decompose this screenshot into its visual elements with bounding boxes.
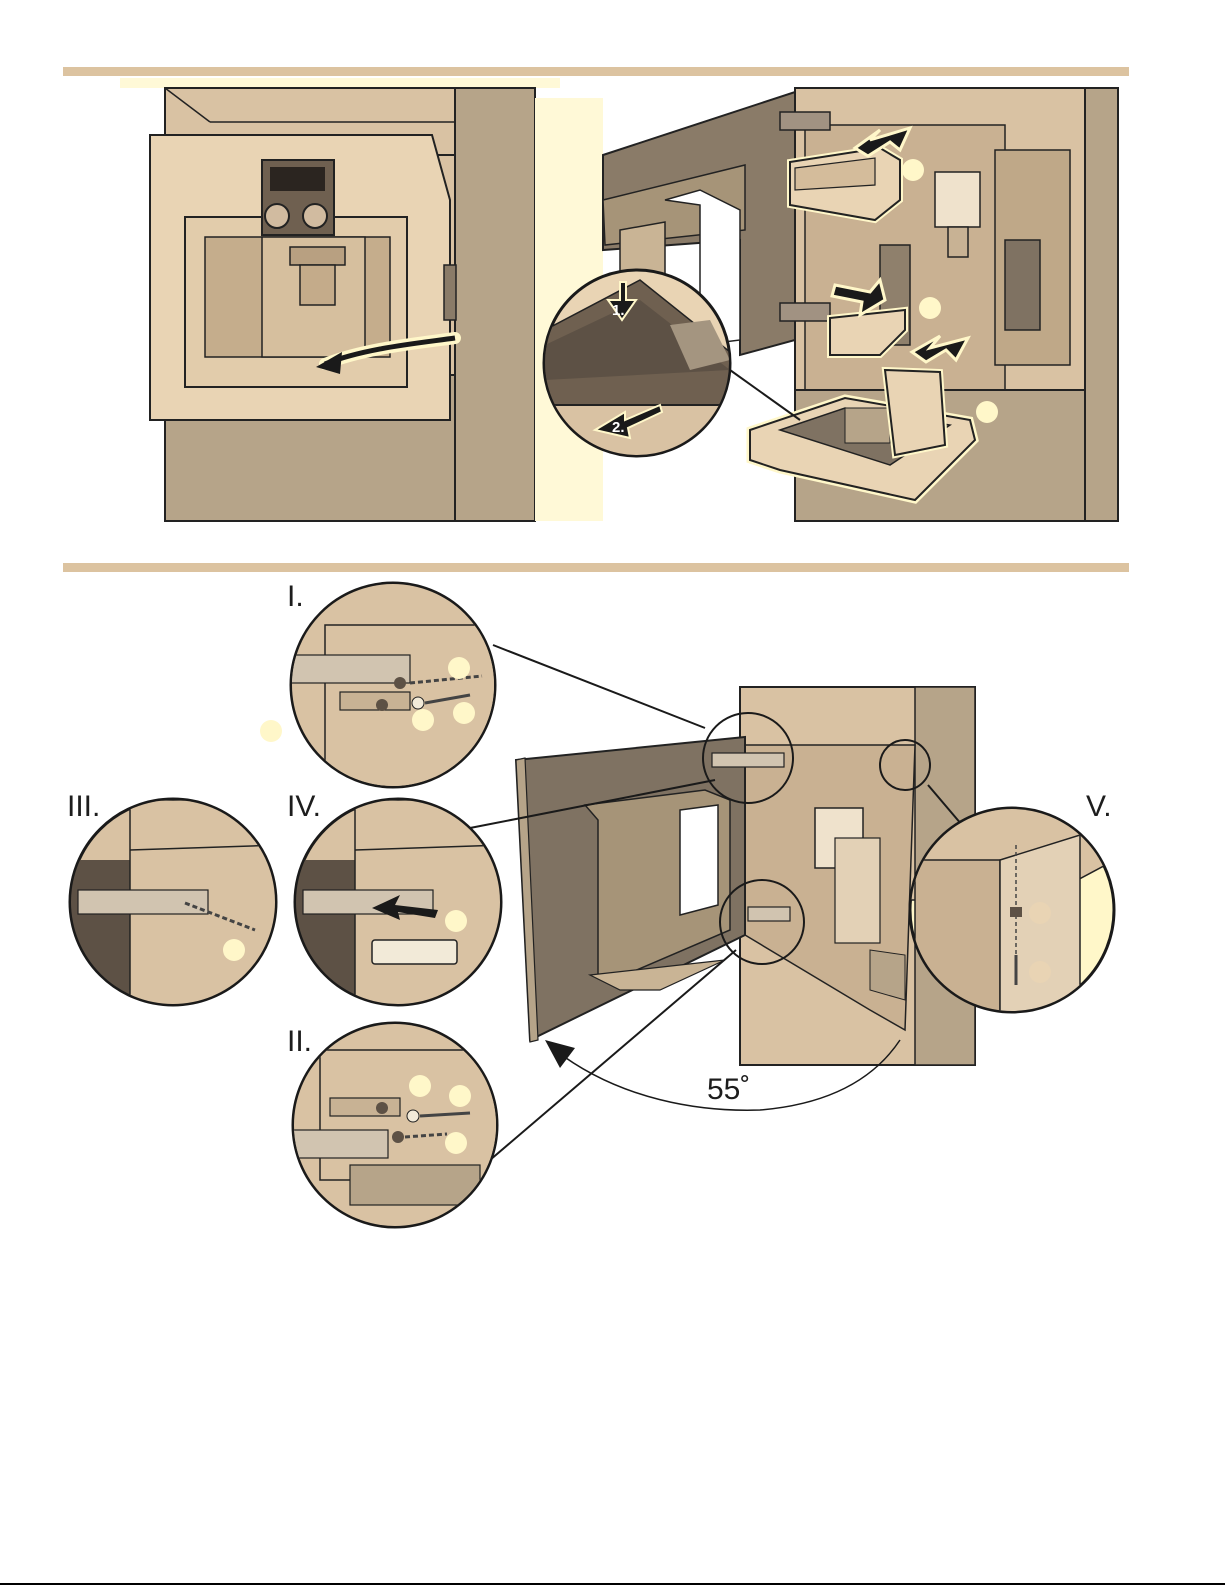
- appliance-cabinet-panel: [120, 78, 560, 521]
- detail-label-V: V.: [1086, 790, 1112, 824]
- step-1-label: 1.: [612, 302, 625, 319]
- detail-label-IV: IV.: [287, 790, 321, 824]
- detail-label-III: III.: [67, 790, 100, 824]
- removal-panel: 1. 2.: [535, 88, 1118, 521]
- detail-label-II: II.: [287, 1025, 312, 1059]
- detail-label-I: I.: [287, 580, 304, 614]
- angle-label: 55˚: [707, 1073, 750, 1107]
- step-2-label: 2.: [612, 419, 625, 436]
- hinge-assembly-panel: [70, 583, 1115, 1228]
